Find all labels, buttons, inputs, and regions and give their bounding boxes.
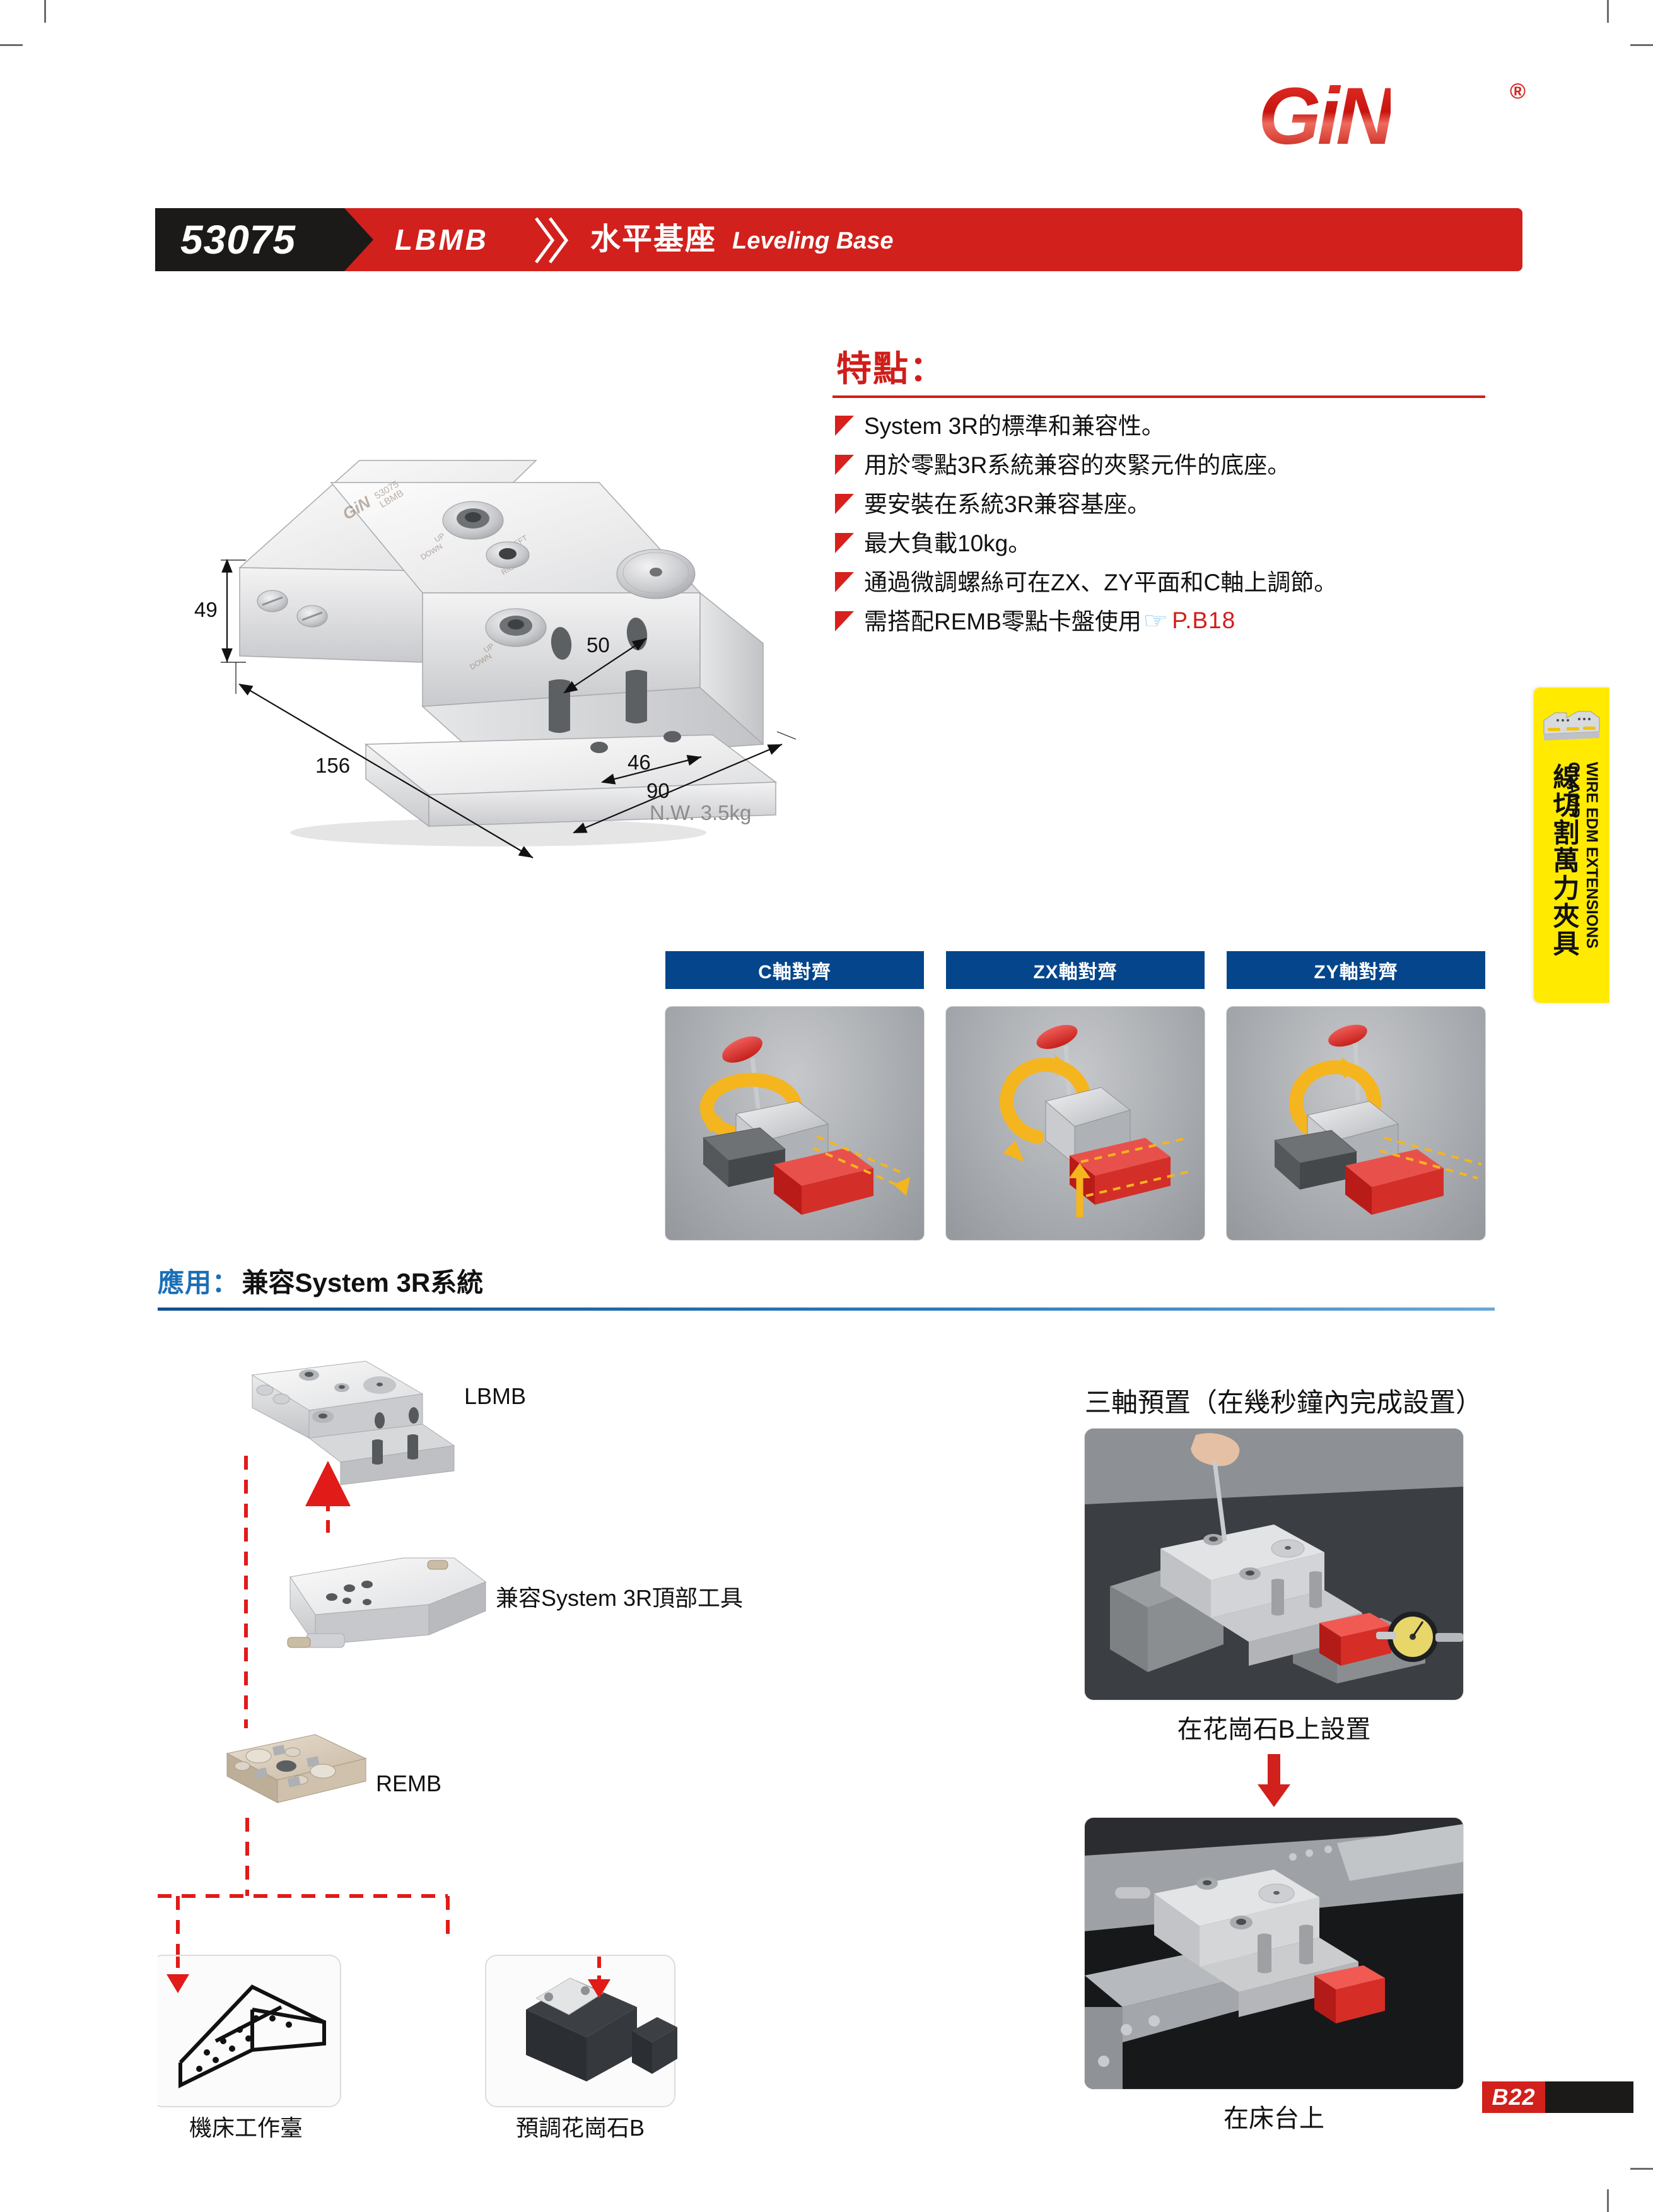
photo-setup-on-machine-bed — [1085, 1818, 1463, 2089]
registered-mark: ® — [1509, 79, 1526, 103]
photo-granite-illustration — [1085, 1429, 1463, 1700]
side-tab-product-icon — [1543, 711, 1600, 740]
chevron-divider-icon — [534, 217, 569, 264]
page-reference-link[interactable]: P.B18 — [1172, 607, 1236, 633]
c-axis-illustration — [700, 1036, 910, 1215]
part-top-tool: 兼容System 3R頂部工具 — [287, 1557, 743, 1648]
features-section: 特點： System 3R的標準和兼容性。 用於零點3R系統兼容的夾緊元件的底座… — [832, 341, 1501, 647]
dim-49: 49 — [194, 598, 218, 621]
zx-axis-illustration — [1000, 1024, 1194, 1217]
feature-text: 通過微調螺絲可在ZX、ZY平面和C軸上調節。 — [864, 570, 1338, 595]
crop-mark-top-right-v — [1607, 0, 1609, 23]
application-heading: 應用： 兼容System 3R系統 — [158, 1261, 1495, 1311]
dimension-drawing-svg: GiN 53075 LBMB UP DOWN LEFT RIGHT UP DOW… — [194, 460, 797, 858]
feature-text: 需搭配REMB零點卡盤使用 — [864, 609, 1142, 635]
photo-column-title: 三軸預置（在幾秒鐘內完成設置） — [1085, 1388, 1483, 1417]
title-bar-red-background — [155, 208, 1522, 271]
card-granite-b: 預調花崗石B — [485, 1955, 677, 2141]
feature-item: System 3R的標準和兼容性。 — [832, 412, 1501, 441]
assembly-label-lbmb: LBMB — [464, 1383, 526, 1409]
brand-logo-text: GiN — [1258, 71, 1394, 161]
assembly-diagram-svg: LBMB 兼容System 3R頂部工具 — [151, 1361, 743, 2141]
feature-text: System 3R的標準和兼容性。 — [864, 413, 1165, 439]
dim-90: 90 — [646, 779, 670, 802]
product-title-bar: 53075 LBMB 水平基座 Leveling Base — [155, 208, 1522, 271]
assembly-caption-machine-table: 機床工作臺 — [189, 2115, 303, 2138]
dim-50: 50 — [587, 633, 610, 657]
dim-156: 156 — [315, 754, 350, 777]
brand-logo: GiN ® — [1258, 76, 1526, 158]
crop-mark-top-left-v — [44, 0, 46, 23]
crop-mark-top-right-h — [1630, 44, 1653, 46]
alignment-panel-label: ZX軸對齊 — [946, 951, 1205, 989]
feature-item: 用於零點3R系統兼容的夾緊元件的底座。 — [832, 451, 1501, 480]
net-weight-label: N.W. 3.5kg — [650, 801, 752, 824]
pointing-hand-icon: ☞ — [1142, 607, 1169, 633]
assembly-caption-granite-b: 預調花崗石B — [516, 2115, 645, 2138]
assembly-label-top-tool: 兼容System 3R頂部工具 — [496, 1585, 743, 1611]
side-tab-label-en: WIRE EDM EXTENSIONS CLAMP — [1565, 762, 1601, 949]
feature-item: 通過微調螺絲可在ZX、ZY平面和C軸上調節。 — [832, 568, 1501, 597]
application-divider — [158, 1308, 1495, 1311]
feature-text: 用於零點3R系統兼容的夾緊元件的底座。 — [864, 452, 1291, 478]
alignment-panels: C軸對齊 — [665, 951, 1485, 1248]
part-remb: REMB — [226, 1734, 441, 1803]
photo-caption: 在花崗石B上設置 — [1177, 1716, 1371, 1743]
card-machine-table: 機床工作臺 — [151, 1955, 341, 2141]
application-value: 兼容System 3R系統 — [242, 1268, 484, 1297]
crop-mark-bottom-right-v — [1607, 2189, 1609, 2212]
alignment-panel-image — [665, 1007, 924, 1240]
assembly-label-remb: REMB — [376, 1770, 441, 1796]
feature-item-page-ref: 需搭配REMB零點卡盤使用 ☞ P.B18 — [832, 607, 1501, 636]
features-divider — [832, 395, 1485, 398]
dim-46: 46 — [628, 751, 651, 774]
dimension-drawing: GiN 53075 LBMB UP DOWN LEFT RIGHT UP DOW… — [158, 391, 839, 883]
product-title-en: Leveling Base — [732, 228, 894, 254]
page-number-badge: B22 — [1482, 2081, 1633, 2113]
title-bar-black-block — [155, 208, 373, 271]
part-lbmb: LBMB — [251, 1361, 526, 1485]
photo-column: 三軸預置（在幾秒鐘內完成設置） — [1085, 1381, 1495, 2134]
alignment-panel-c: C軸對齊 — [665, 951, 924, 1240]
side-tab-label-cn: 線切割萬力夾具 — [1550, 763, 1579, 957]
product-code: 53075 — [180, 217, 296, 262]
features-heading: 特點： — [836, 349, 946, 389]
alignment-panel-zy: ZY軸對齊 — [1227, 951, 1485, 1240]
section-side-tab[interactable]: 線切割萬力夾具 WIRE EDM EXTENSIONS CLAMP — [1534, 688, 1609, 1003]
feature-item: 要安裝在系統3R兼容基座。 — [832, 490, 1501, 519]
product-title-cn: 水平基座 — [590, 223, 717, 256]
feature-item: 最大負載10kg。 — [832, 529, 1501, 558]
feature-text: 最大負載10kg。 — [864, 530, 1032, 556]
assembly-diagram: LBMB 兼容System 3R頂部工具 — [151, 1350, 1009, 2141]
application-label: 應用： — [158, 1268, 240, 1297]
alignment-panel-label: C軸對齊 — [665, 951, 924, 989]
alignment-panel-label: ZY軸對齊 — [1227, 951, 1485, 989]
alignment-panel-image — [1227, 1007, 1485, 1240]
alignment-panel-zx: ZX軸對齊 — [946, 951, 1205, 1240]
photo-setup-on-granite — [1085, 1429, 1463, 1700]
photo-flow-arrow — [1085, 1754, 1463, 1811]
zy-axis-illustration — [1273, 1024, 1482, 1215]
photo-caption: 在床台上 — [1224, 2105, 1324, 2133]
product-model: LBMB — [395, 223, 489, 256]
alignment-panel-image — [946, 1007, 1205, 1240]
photo-machine-bed-illustration — [1085, 1818, 1463, 2089]
feature-text: 要安裝在系統3R兼容基座。 — [864, 491, 1151, 517]
crop-mark-top-left-h — [0, 44, 23, 46]
page-number: B22 — [1482, 2081, 1545, 2113]
crop-mark-bottom-right-h — [1630, 2168, 1653, 2170]
